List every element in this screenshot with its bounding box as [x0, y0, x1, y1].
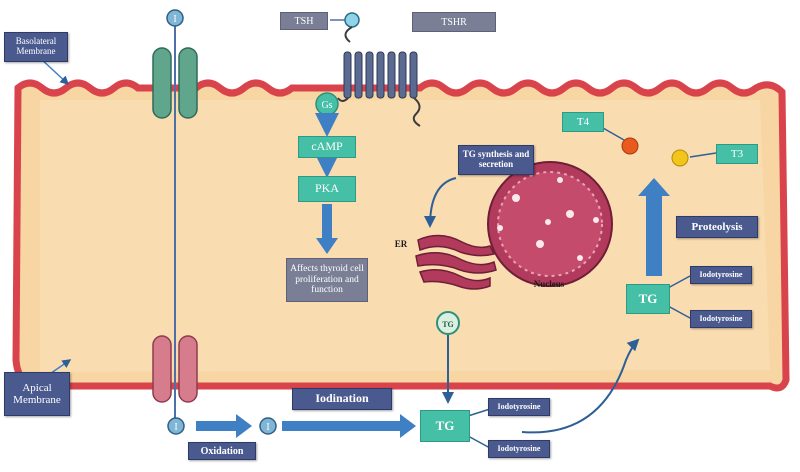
- camp-box: cAMP: [298, 136, 356, 158]
- iodide-top-text: I: [173, 14, 176, 25]
- proteolysis-label: Proteolysis: [676, 216, 758, 238]
- endoplasmic-reticulum: [415, 234, 497, 290]
- arrow-proteolysis: [638, 178, 670, 276]
- receptor-tail: [412, 97, 421, 127]
- tg-bottom-box: TG: [420, 410, 470, 442]
- basolateral-channel: [152, 47, 198, 119]
- iodide-bottom-left-circle: [167, 417, 185, 435]
- arrow-iodination: [282, 414, 416, 438]
- nucleus-label: Nucleus: [533, 279, 565, 290]
- tshr-receptor: [343, 51, 418, 99]
- t3-hormone: [671, 149, 689, 167]
- arrow-tgsynthesis-er: [424, 177, 457, 228]
- tg-vesicle-text: TG: [442, 320, 454, 329]
- apical-channel: [152, 335, 198, 403]
- er-label: ER: [394, 239, 408, 250]
- nuclear-pores: [497, 177, 599, 261]
- arrow-pka-affects: [316, 204, 338, 254]
- t3-pointer: [689, 152, 717, 158]
- t4-label: T4: [562, 112, 604, 132]
- iodotyrosine-bottom-top: Iodotyrosine: [488, 398, 550, 416]
- cytoplasm-highlight: [40, 100, 770, 372]
- iodide-bottom-right-circle: [259, 417, 277, 435]
- receptor-extracellular-loop: [344, 26, 353, 43]
- pka-box: PKA: [298, 176, 356, 202]
- iodotyrosine-bottom-bottom: Iodotyrosine: [488, 440, 550, 458]
- tsh-label: TSH: [280, 12, 328, 30]
- gs-text: Gs: [321, 100, 332, 111]
- tg-synthesis-label: TG synthesis and secretion: [458, 145, 534, 175]
- tg-bottom-connector-2: [467, 435, 491, 449]
- apical-membrane-label: Apical Membrane: [4, 372, 70, 416]
- tg-vesicle: [436, 311, 460, 335]
- iodide-bottom-left-text: I: [174, 422, 177, 433]
- tg-bottom-connector-1: [467, 408, 491, 417]
- iodotyrosine-right-top: Iodotyrosine: [690, 266, 752, 284]
- iodination-label: Iodination: [292, 388, 392, 410]
- t3-label: T3: [716, 144, 758, 164]
- t4-pointer: [602, 127, 625, 141]
- oxidation-label: Oxidation: [188, 442, 256, 460]
- tsh-ligand: [344, 12, 360, 28]
- iodide-bottom-right-text: I: [266, 422, 269, 433]
- tg-right-connector-1: [667, 275, 691, 289]
- iodotyrosine-right-bottom: Iodotyrosine: [690, 310, 752, 328]
- tg-right-connector-2: [667, 305, 691, 319]
- basolateral-membrane-label: Basolateral Membrane: [4, 32, 68, 62]
- iodide-top-circle: [166, 9, 184, 27]
- arrow-tg-to-tg: [521, 338, 640, 434]
- t4-hormone: [621, 137, 639, 155]
- receptor-link: [337, 97, 349, 102]
- tg-right-box: TG: [626, 284, 670, 314]
- affects-thyroid-box: Affects thyroid cell proliferation and f…: [286, 258, 368, 302]
- tshr-label: TSHR: [412, 12, 496, 32]
- arrow-oxidation: [196, 414, 252, 438]
- basolateral-pointer: [39, 57, 70, 86]
